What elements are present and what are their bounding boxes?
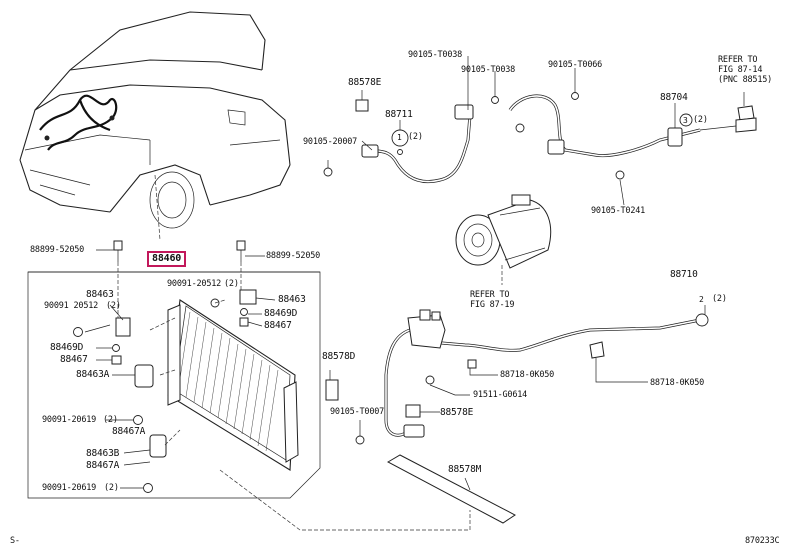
label-qty-2-b: (2) [693, 115, 708, 125]
condenser-box [27, 240, 471, 531]
compressor [455, 194, 552, 285]
label-88710: 88710 [670, 269, 698, 280]
label-88578e-top: 88578E [348, 77, 382, 88]
label-88578e-bottom: 88578E [440, 407, 474, 418]
vehicle-illustration [19, 11, 291, 241]
label-88467a-bottom: 88467A [86, 460, 120, 471]
label-90105-t0038-a: 90105-T0038 [408, 50, 463, 60]
label-88578m: 88578M [448, 464, 482, 475]
label-88469d-left: 88469D [50, 342, 84, 353]
top-leaders [327, 56, 676, 206]
label-88467-left: 88467 [60, 354, 88, 365]
label-88578d: 88578D [322, 351, 356, 362]
label-qty-2-f: (2) [104, 483, 119, 493]
callout-1: 1 [397, 133, 402, 142]
label-90105-20007-top: 90105-20007 [303, 137, 358, 147]
label-91511-g0614: 91511-G0614 [473, 390, 528, 400]
refer-note-fig-87-14[interactable]: REFER TO FIG 87-14 (PNC 88515) [718, 55, 773, 85]
label-88463b: 88463B [86, 448, 120, 459]
figure-code: 870233C [745, 536, 780, 546]
insulator-strip [386, 454, 516, 524]
label-90091-20619-bottom: 90091-20619 [42, 483, 97, 493]
label-qty-2-g: (2) [712, 294, 727, 304]
page-prefix: S- [10, 536, 20, 546]
label-88467-right: 88467 [264, 320, 292, 331]
liquid-tube [325, 305, 709, 445]
callout-3: 3 [683, 116, 688, 125]
label-88711: 88711 [385, 109, 413, 120]
label-88469d-right: 88469D [264, 308, 298, 319]
label-90091-20512-left: 90091 20512 [44, 301, 99, 311]
refer-note-fig-87-19[interactable]: REFER TO FIG 87-19 [470, 290, 515, 310]
label-90091-20619-mid: 90091-20619 [42, 415, 97, 425]
label-qty-2-e: (2) [103, 415, 118, 425]
label-90105-t0038-b: 90105-T0038 [461, 65, 516, 75]
label-88463-left: 88463 [86, 289, 114, 300]
label-qty-2-a: (2) [408, 132, 423, 142]
label-88463a: 88463A [76, 369, 110, 380]
label-90105-t0007: 90105-T0007 [330, 407, 385, 417]
callout-2: 2 [699, 295, 704, 304]
label-88899-52050-right: 88899-52050 [266, 251, 321, 261]
discharge-hose [323, 92, 579, 184]
label-90105-t0241: 90105-T0241 [591, 206, 646, 216]
label-90105-t0066: 90105-T0066 [548, 60, 603, 70]
label-88718-0k050-b: 88718-0K050 [650, 378, 705, 388]
label-88718-0k050-a: 88718-0K050 [500, 370, 555, 380]
label-88460-highlighted[interactable]: 88460 [147, 251, 187, 267]
label-88467a-top: 88467A [112, 426, 146, 437]
label-qty-2-d: (2) [106, 301, 121, 311]
label-88463-right: 88463 [278, 294, 306, 305]
suction-hose [508, 92, 757, 180]
label-90091-20512-top: 90091-20512 [167, 279, 222, 289]
label-88704: 88704 [660, 92, 688, 103]
label-qty-2-c: (2) [224, 279, 239, 289]
label-88899-52050-left: 88899-52050 [30, 245, 85, 255]
